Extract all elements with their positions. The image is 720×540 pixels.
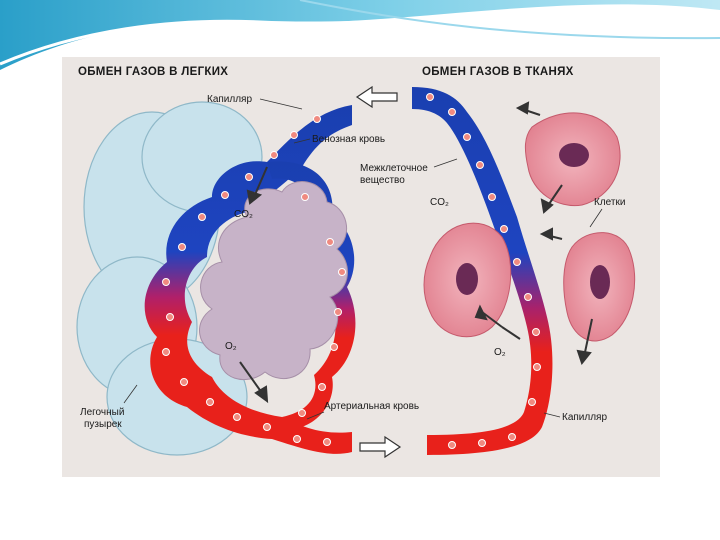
label-venous-blood: Венозная кровь (312, 134, 385, 145)
tissue-cell-top (524, 112, 621, 207)
slide-header-decoration (0, 0, 720, 70)
label-alveolus-line1: Легочный (80, 407, 124, 418)
lung-blood-cells (162, 115, 346, 446)
tissue-gas-arrows (474, 101, 593, 366)
tissue-cell-right (563, 232, 636, 342)
label-capillary-bottom: Капилляр (562, 412, 607, 423)
label-alveolus-line2: пузырек (84, 419, 122, 430)
label-capillary-top: Капилляр (207, 94, 252, 105)
lungs-title: ОБМЕН ГАЗОВ В ЛЕГКИХ (78, 66, 228, 78)
alveolus-lumen (199, 181, 348, 381)
tissue-capillary (412, 87, 553, 455)
lung-gas-arrows (239, 166, 269, 404)
tissue-blood-cells (426, 93, 541, 449)
label-cells: Клетки (594, 197, 625, 208)
label-co2-lung: CO₂ (234, 209, 253, 220)
label-co2-tissue: CO₂ (430, 197, 449, 208)
label-arterial-blood: Артериальная кровь (324, 401, 419, 412)
label-o2-lung: O₂ (225, 341, 237, 352)
flow-arrow-top (355, 85, 398, 109)
gas-exchange-diagram: ОБМЕН ГАЗОВ В ЛЕГКИХ ОБМЕН ГАЗОВ В ТКАНЯ… (76, 66, 636, 459)
tissue-cell-left (423, 222, 512, 338)
label-intercellular-line2: вещество (360, 175, 405, 186)
label-intercellular-line1: Межклеточное (360, 163, 428, 174)
tissues-title: ОБМЕН ГАЗОВ В ТКАНЯХ (422, 66, 574, 78)
flow-arrow-bottom (359, 435, 402, 459)
label-o2-tissue: O₂ (494, 347, 506, 358)
gas-exchange-figure: ОБМЕН ГАЗОВ В ЛЕГКИХ ОБМЕН ГАЗОВ В ТКАНЯ… (62, 57, 660, 477)
